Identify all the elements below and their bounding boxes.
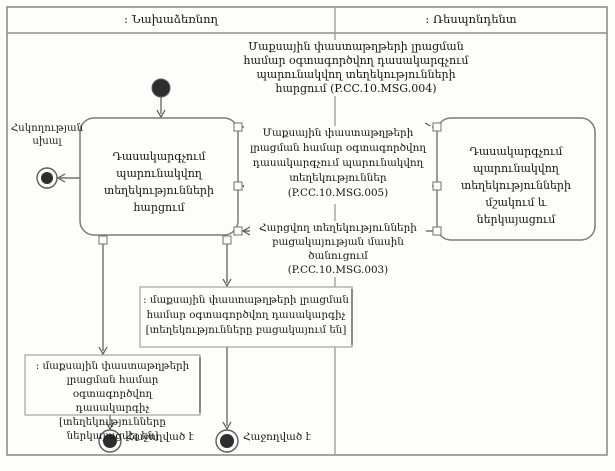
final-node-success-right-icon: [215, 429, 239, 453]
initial-node-icon: [151, 78, 171, 98]
lane-title-respondent: : Ռեսպոնդենտ: [425, 12, 517, 26]
pin-icon: [432, 181, 442, 191]
label-msg003: Հարցվող տեղեկությունների բացակայության մ…: [250, 221, 426, 277]
final-node-control-error-icon: [36, 167, 58, 189]
arrowhead-down-icon: [105, 421, 115, 431]
object-missing-label: : մաքսային փաստաթղթերի լրացման համար օգտ…: [143, 294, 349, 336]
activity-request-box: [79, 117, 239, 236]
pin-icon: [233, 122, 243, 132]
activity-process-label: Դասակարգչում պարունակվող տեղեկություններ…: [461, 145, 571, 226]
success-label-left: Հաջողված է: [126, 431, 194, 443]
arrowhead-left-icon: [241, 226, 251, 236]
arrowhead-down-icon: [222, 278, 232, 288]
pin-icon: [233, 181, 243, 191]
arrowhead-left-icon: [56, 173, 66, 183]
activity-request-label: Դասակարգչում պարունակվող տեղեկություններ…: [104, 150, 214, 214]
success-label-right: Հաջողված է: [243, 431, 311, 443]
pin-icon: [233, 226, 243, 236]
pin-icon: [432, 122, 442, 132]
object-missing-box: [139, 286, 353, 348]
label-msg004: Մաքսային փաստաթղթերի լրացման համար օգտագ…: [191, 40, 521, 96]
arrowhead-down-icon: [156, 109, 166, 119]
arrowhead-down-icon: [98, 346, 108, 356]
arrowhead-down-icon: [222, 421, 232, 431]
lane-title-initiator: : Նախաձեռնող: [124, 12, 218, 26]
object-presented-box: [24, 354, 201, 416]
activity-process-box: [436, 117, 596, 241]
pin-icon: [432, 226, 442, 236]
final-node-success-left-icon: [98, 429, 122, 453]
control-error-label: Հսկողության սխալ: [10, 123, 84, 147]
pins: [98, 122, 442, 245]
object-presented-label: : մաքսային փաստաթղթերի լրացման համար օգտ…: [35, 360, 190, 442]
pin-icon: [222, 235, 232, 245]
label-msg005: Մաքսային փաստաթղթերի լրացման համար օգտագ…: [244, 126, 432, 204]
pin-icon: [98, 235, 108, 245]
